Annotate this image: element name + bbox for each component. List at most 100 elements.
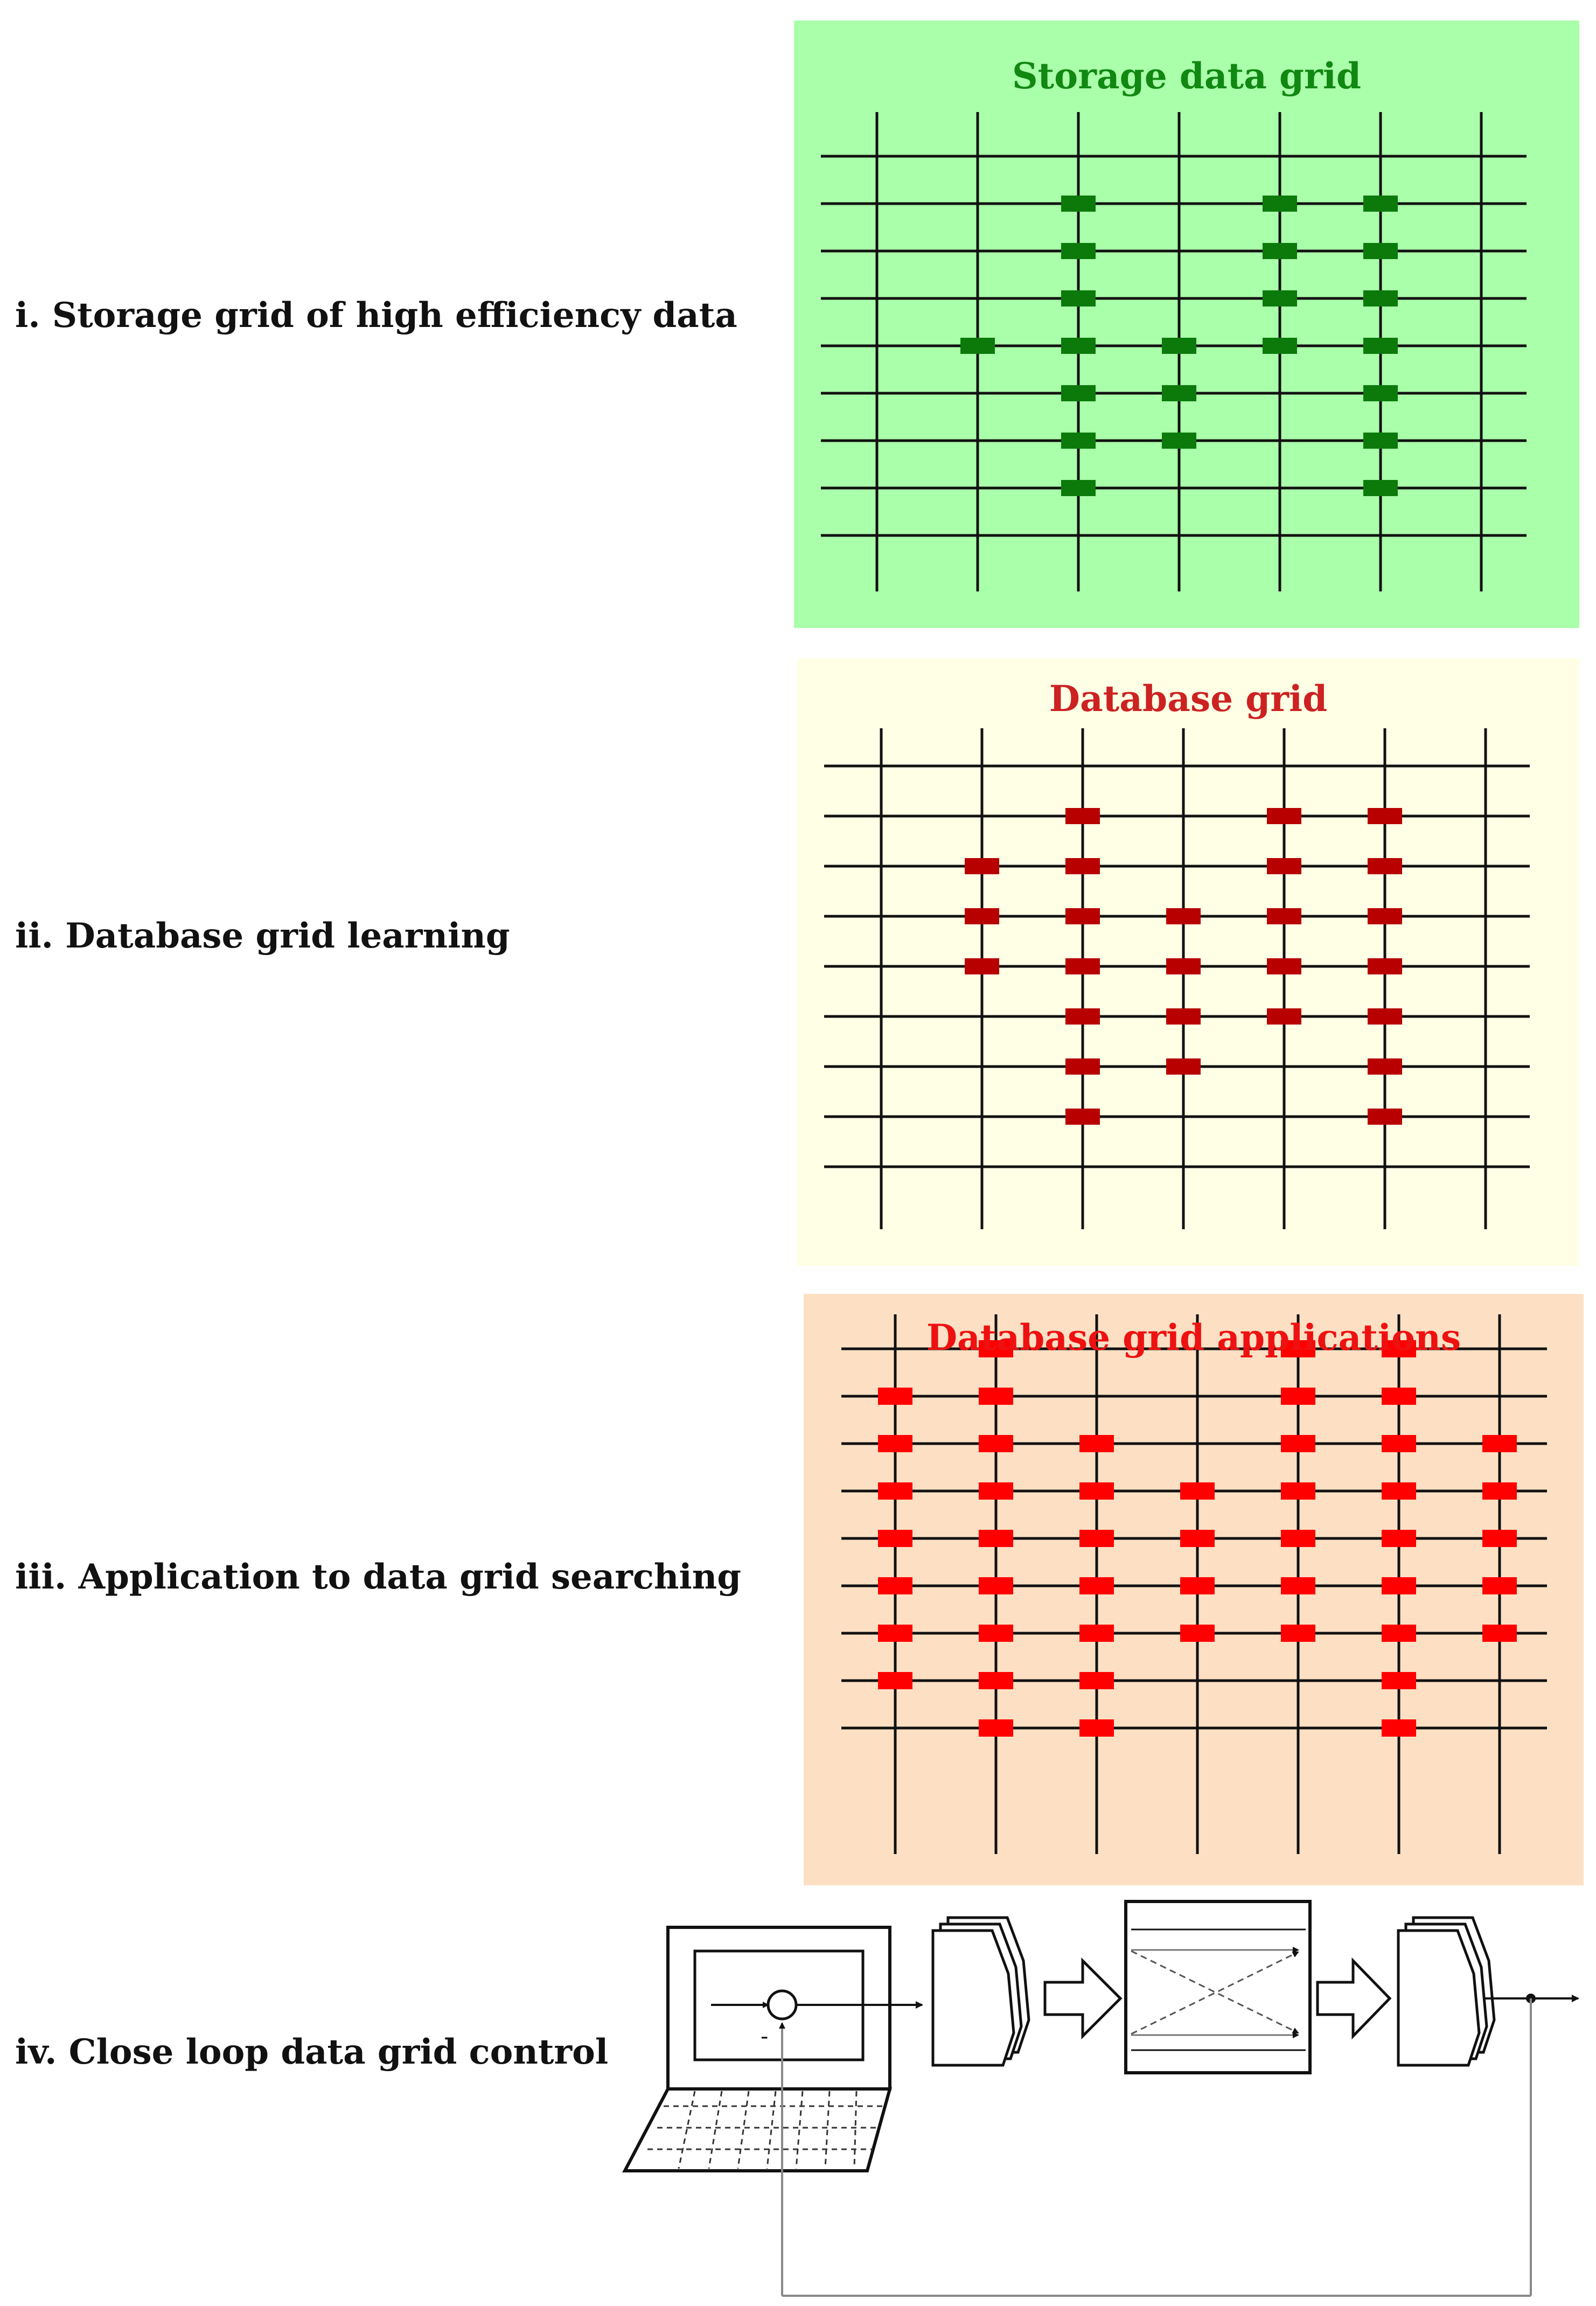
storage-grid-title: Storage data grid [1012,55,1362,97]
grid-node [979,1719,1013,1737]
row-label-control: iv. Close loop data grid control [15,2032,609,2072]
row-label-applications: iii. Application to data grid searching [15,1557,741,1597]
grid-node [1065,808,1100,824]
grid-node [1482,1482,1517,1500]
grid-node [1166,1008,1201,1025]
storage-data-grid-panel: Storage data grid [794,20,1579,628]
grid-node [1482,1625,1517,1642]
grid-node [1065,1008,1100,1025]
grid-node [1065,958,1100,974]
grid-node [1061,196,1096,212]
grid-node [1263,243,1297,259]
grid-node [1079,1672,1114,1689]
grid-node [1368,808,1402,824]
grid-node [1281,1482,1315,1500]
database-grid-panel: Database grid [797,658,1579,1266]
grid-node [979,1340,1013,1357]
grid-node [965,858,999,874]
grid-node [979,1672,1013,1689]
minus-sign: - [761,2024,768,2049]
grid-node [1482,1577,1517,1594]
grid-node [1180,1625,1215,1642]
grid-node [1079,1577,1114,1594]
grid-node [1363,385,1398,401]
grid-node [1061,480,1096,496]
storage-grid-drawing [821,112,1527,591]
grid-node [960,338,995,354]
grid-node [1267,908,1301,924]
grid-node [1267,808,1301,824]
grid-node [1382,1340,1416,1357]
grid-node [1065,858,1100,874]
grid-node [1079,1435,1114,1452]
row-label-database: ii. Database grid learning [15,916,510,956]
grid-node [1162,385,1196,401]
grid-node [1180,1482,1215,1500]
grid-node [1382,1719,1416,1737]
document-stack-icon-2 [1397,1916,1496,2067]
grid-node [1267,1008,1301,1025]
grid-node [1180,1577,1215,1594]
grid-node [1363,243,1398,259]
grid-node [1382,1577,1416,1594]
grid-node [1166,958,1201,974]
grid-node [1061,385,1096,401]
grid-node [1363,290,1398,306]
grid-node [1281,1435,1315,1452]
database-grid-drawing [824,728,1530,1229]
grid-node [878,1625,912,1642]
grid-node [1363,480,1398,496]
grid-node [1281,1577,1315,1594]
grid-node [1079,1719,1114,1737]
grid-node [1162,433,1196,449]
grid-node [878,1435,912,1452]
grid-node [1368,1109,1402,1125]
grid-node [878,1530,912,1547]
grid-node [1061,433,1096,449]
grid-node [1162,338,1196,354]
grid-node [1065,1058,1100,1075]
grid-node [1281,1530,1315,1547]
grid-node [979,1530,1013,1547]
grid-node [1382,1435,1416,1452]
grid-node [1065,1109,1100,1125]
grid-node [1368,1058,1402,1075]
grid-node [1363,196,1398,212]
grid-node [979,1388,1013,1405]
grid-node [878,1482,912,1500]
grid-node [1382,1625,1416,1642]
grid-node [1166,1058,1201,1075]
grid-node [979,1435,1013,1452]
grid-node [1363,433,1398,449]
grid-node [1281,1388,1315,1405]
grid-node [1065,908,1100,924]
grid-node [878,1672,912,1689]
grid-node [965,908,999,924]
grid-node [979,1482,1013,1500]
grid-node [1166,908,1201,924]
document-stack-icon [931,1916,1030,2067]
grid-node [1482,1435,1517,1452]
grid-node [1079,1625,1114,1642]
grid-node [1079,1530,1114,1547]
grid-node [965,958,999,974]
row-label-storage: i. Storage grid of high efficiency data [15,295,737,336]
grid-node [1382,1482,1416,1500]
grid-node [1281,1340,1315,1357]
grid-node [1368,858,1402,874]
grid-node [1079,1482,1114,1500]
laptop-icon [622,1926,892,2172]
grid-node [878,1577,912,1594]
summing-junction: - [711,1989,923,2049]
crossbar-switch-icon [1124,1900,1312,2074]
grid-node [1368,958,1402,974]
grid-node [1263,196,1297,212]
database-grid-applications-panel: Database grid applications [804,1294,1584,1885]
grid-node [1363,338,1398,354]
grid-node [1267,858,1301,874]
grid-node [1061,290,1096,306]
grid-node [1180,1530,1215,1547]
grid-node [1061,338,1096,354]
grid-node [1281,1625,1315,1642]
grid-node [1263,338,1297,354]
